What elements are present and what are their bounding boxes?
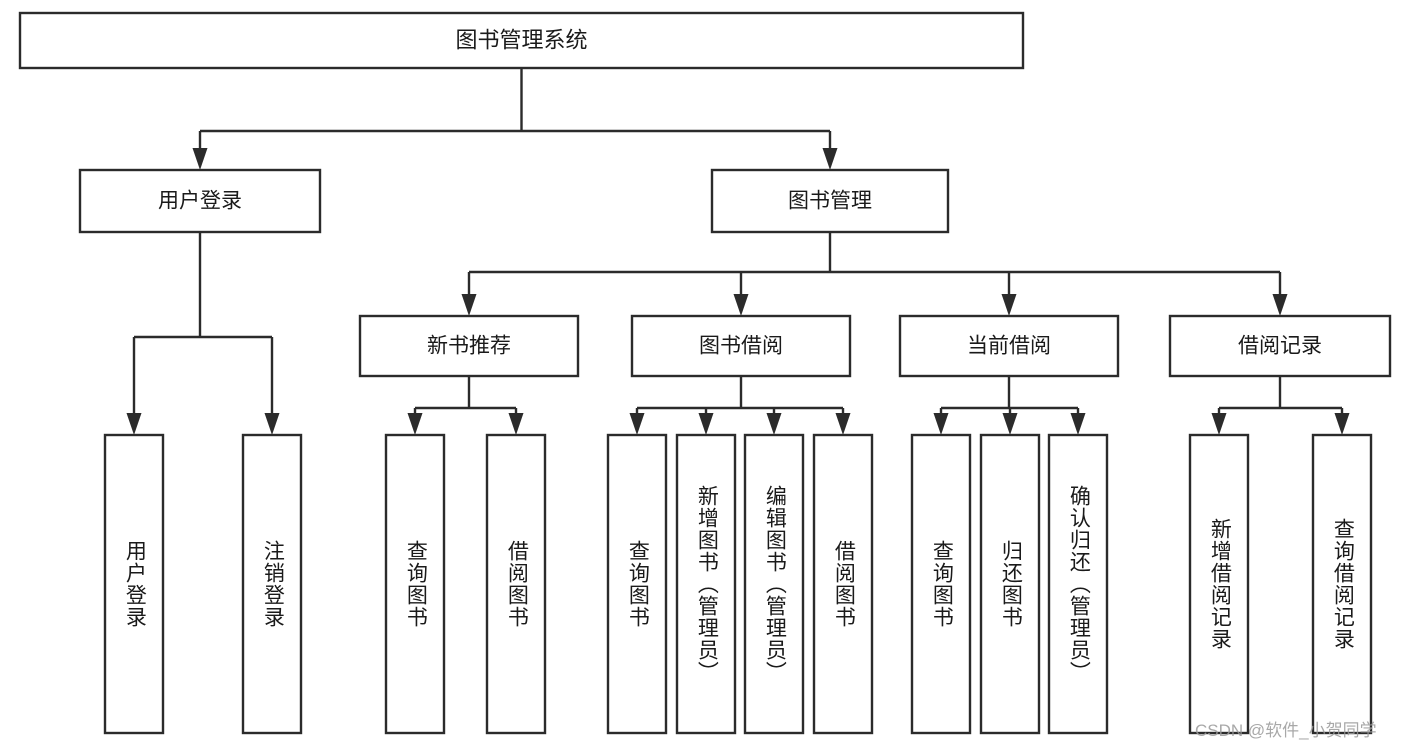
node-leaf-rec-query[interactable] xyxy=(384,433,446,735)
node-box xyxy=(1311,433,1373,735)
arrow-head-icon xyxy=(1070,413,1086,435)
arrow-head-icon xyxy=(1334,413,1350,435)
node-leaf-bb-query[interactable] xyxy=(606,433,668,735)
arrow-head-icon xyxy=(126,413,142,435)
node-box xyxy=(18,11,1025,70)
arrow-head-icon xyxy=(508,413,524,435)
node-leaf-user-logout[interactable] xyxy=(241,433,303,735)
node-label: 图书管理 xyxy=(788,190,872,213)
node-box xyxy=(743,433,805,735)
arrow-head-icon xyxy=(733,294,749,316)
arrow-head-icon xyxy=(835,413,851,435)
node-label: 新书推荐 xyxy=(427,335,511,358)
node-current-borrow[interactable]: 当前借阅 xyxy=(898,314,1120,378)
node-box xyxy=(1047,433,1109,735)
node-leaf-cb-return[interactable] xyxy=(979,433,1041,735)
node-new-book-rec[interactable]: 新书推荐 xyxy=(358,314,580,378)
node-leaf-user-login[interactable] xyxy=(103,433,165,735)
node-label: 图书借阅 xyxy=(699,335,783,358)
node-box xyxy=(606,433,668,735)
arrow-head-icon xyxy=(629,413,645,435)
node-box xyxy=(1168,314,1392,378)
node-leaf-cb-confirm[interactable] xyxy=(1047,433,1109,735)
node-box xyxy=(358,314,580,378)
node-root[interactable]: 图书管理系统 xyxy=(18,11,1025,70)
node-leaf-bb-borrow[interactable] xyxy=(812,433,874,735)
node-box xyxy=(78,168,322,234)
node-label: 用户登录 xyxy=(158,190,242,213)
arrow-head-icon xyxy=(933,413,949,435)
edge-layer xyxy=(126,68,1350,435)
node-box xyxy=(675,433,737,735)
node-leaf-cb-query[interactable] xyxy=(910,433,972,735)
node-box xyxy=(384,433,446,735)
node-leaf-br-query[interactable] xyxy=(1311,433,1373,735)
arrow-head-icon xyxy=(822,148,838,170)
node-book-borrow[interactable]: 图书借阅 xyxy=(630,314,852,378)
node-user-login[interactable]: 用户登录 xyxy=(78,168,322,234)
node-box xyxy=(979,433,1041,735)
arrow-head-icon xyxy=(1211,413,1227,435)
node-box xyxy=(710,168,950,234)
node-label: 借阅记录 xyxy=(1238,335,1322,358)
node-box xyxy=(910,433,972,735)
node-leaf-bb-add[interactable] xyxy=(675,433,737,735)
arrow-head-icon xyxy=(766,413,782,435)
node-box xyxy=(812,433,874,735)
node-leaf-br-add[interactable] xyxy=(1188,433,1250,735)
node-label: 当前借阅 xyxy=(967,335,1051,358)
arrow-head-icon xyxy=(1002,413,1018,435)
arrow-head-icon xyxy=(1272,294,1288,316)
node-box xyxy=(630,314,852,378)
node-box xyxy=(485,433,547,735)
node-box xyxy=(898,314,1120,378)
node-borrow-record[interactable]: 借阅记录 xyxy=(1168,314,1392,378)
node-leaf-bb-edit[interactable] xyxy=(743,433,805,735)
arrow-head-icon xyxy=(192,148,208,170)
node-box xyxy=(1188,433,1250,735)
node-leaf-rec-borrow[interactable] xyxy=(485,433,547,735)
node-book-manage[interactable]: 图书管理 xyxy=(710,168,950,234)
arrow-head-icon xyxy=(698,413,714,435)
arrow-head-icon xyxy=(461,294,477,316)
arrow-head-icon xyxy=(407,413,423,435)
node-label: 图书管理系统 xyxy=(455,27,587,52)
arrow-head-icon xyxy=(264,413,280,435)
node-box xyxy=(103,433,165,735)
arrow-head-icon xyxy=(1001,294,1017,316)
node-box xyxy=(241,433,303,735)
